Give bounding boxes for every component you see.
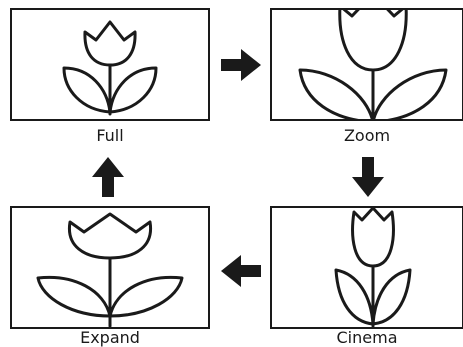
panel-full bbox=[10, 8, 210, 121]
label-full: Full bbox=[96, 126, 124, 145]
arrow-icon bbox=[92, 157, 124, 197]
arrow-icon bbox=[221, 255, 261, 287]
tulip-icon bbox=[298, 10, 448, 119]
arrow-icon bbox=[352, 157, 384, 197]
label-zoom: Zoom bbox=[343, 126, 391, 145]
panel-expand bbox=[10, 206, 210, 329]
label-cinema: Cinema bbox=[336, 328, 398, 347]
arrow-icon bbox=[221, 49, 261, 81]
panel-cinema bbox=[270, 206, 463, 329]
tulip-icon bbox=[62, 20, 158, 116]
label-expand: Expand bbox=[80, 328, 140, 347]
tulip-icon bbox=[36, 212, 184, 327]
tulip-icon bbox=[334, 208, 412, 327]
panel-zoom bbox=[270, 8, 463, 121]
